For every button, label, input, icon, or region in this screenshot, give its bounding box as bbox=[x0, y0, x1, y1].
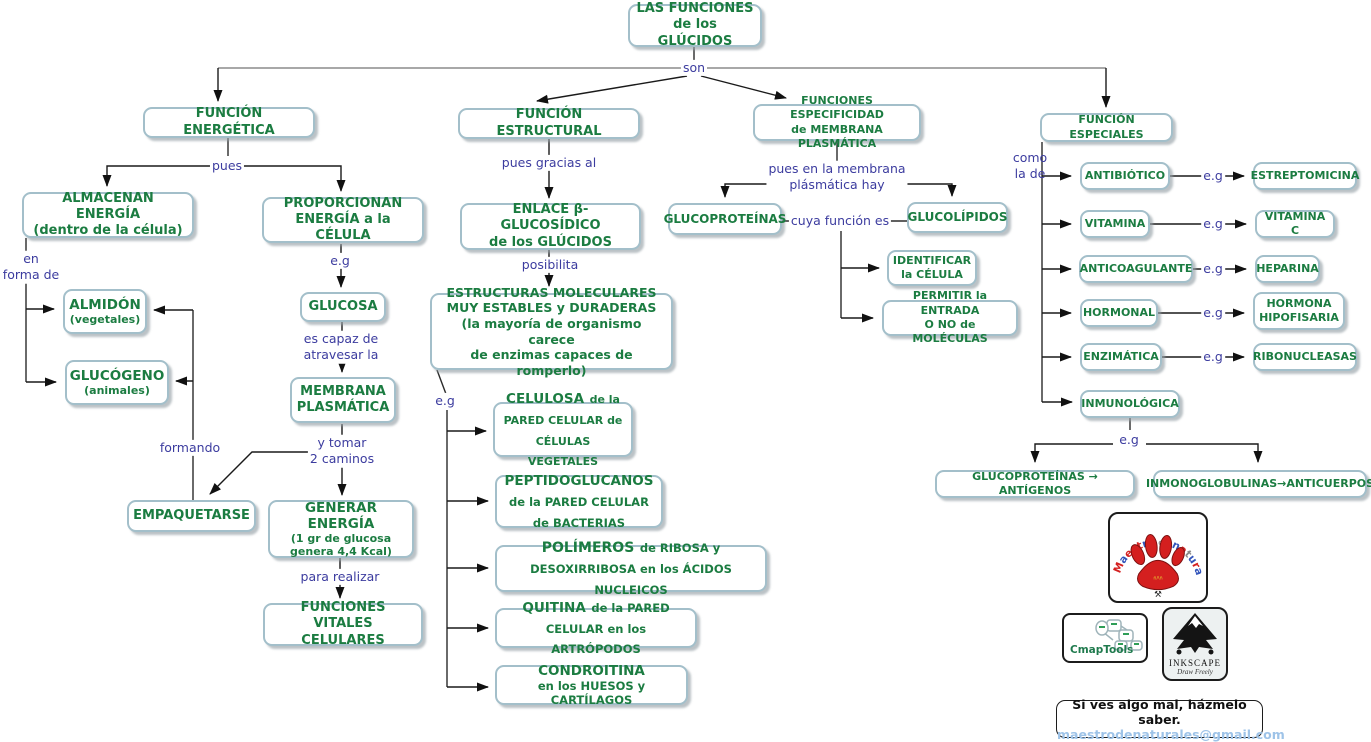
edge-label-pues-membrana: pues en la membrana plásmática hay bbox=[766, 160, 908, 194]
node-membrana-plasmatica: MEMBRANA PLASMÁTICA bbox=[290, 377, 396, 423]
node-enlace-glucosidico: ENLACE β-GLUCOSÍDICO de los GLÚCIDOS bbox=[460, 202, 641, 250]
contact-message: Si ves algo mal, házmelo saber. bbox=[1072, 696, 1247, 727]
edge-label-cuya-funcion: cuya función es bbox=[788, 212, 892, 230]
edge-label-pues-gracias: pues gracias al bbox=[499, 154, 599, 172]
node-anticoagulante: ANTICOAGULANTE bbox=[1079, 255, 1193, 283]
inkscape-subtitle: Draw Freely bbox=[1177, 668, 1213, 676]
node-peptidoglucanos: PEPTIDOGLUCANOS de la PARED CELULAR de B… bbox=[495, 473, 663, 530]
edge-label-como-la-de: como la de bbox=[1012, 149, 1048, 181]
node-glucolipidos: GLUCOLÍPIDOS bbox=[907, 202, 1008, 233]
edge-label-eg-inmunologica: e.g bbox=[1117, 431, 1141, 449]
node-funcion-especiales: FUNCIÓN ESPECIALES bbox=[1040, 113, 1173, 142]
node-almidon: ALMIDÓN(vegetales) bbox=[63, 289, 147, 334]
node-ribonucleasas: RIBONUCLEASAS bbox=[1253, 343, 1357, 371]
cmaptools-label: CmapTools bbox=[1070, 644, 1134, 656]
cmaptools-logo: CmapTools bbox=[1062, 613, 1148, 663]
edge-label-formando: formando bbox=[157, 439, 223, 457]
edge-label-eg-enzimatica: e.g bbox=[1201, 348, 1225, 366]
node-proporcionan-energia: PROPORCIONAN ENERGÍA a la CÉLULA bbox=[262, 196, 424, 243]
edge-label-eg-vitamina: e.g bbox=[1201, 215, 1225, 233]
edge-label-y-tomar: y tomar 2 caminos bbox=[307, 434, 377, 468]
edge-label-eg-hormonal: e.g bbox=[1201, 304, 1225, 322]
node-vitamina: VITAMINA bbox=[1080, 210, 1150, 238]
edge-label-son: son bbox=[680, 59, 708, 77]
node-estreptomicina: ESTREPTOMICINA bbox=[1251, 162, 1359, 190]
crossed-hammers-icon: ⚒ bbox=[1154, 590, 1162, 600]
inkscape-mountain-icon bbox=[1173, 613, 1217, 655]
node-generar-energia: GENERAR ENERGÍA(1 gr de glucosa genera 4… bbox=[268, 500, 414, 558]
edge-label-posibilita: posibilita bbox=[519, 256, 581, 274]
node-funciones-especificidad: FUNCIONES ESPECIFICIDAD de MEMBRANA PLAS… bbox=[753, 94, 921, 150]
maestro-naturales-logo: Maestro de naturales ñΛñ ⚒ bbox=[1106, 505, 1208, 603]
node-estructuras-moleculares: ESTRUCTURAS MOLECULARES MUY ESTABLES y D… bbox=[430, 285, 673, 378]
node-glucogeno: GLUCÓGENO(animales) bbox=[65, 360, 169, 405]
edge-label-pues: pues bbox=[209, 157, 245, 175]
contact-email-link[interactable]: maestrodenaturales@gmail.com bbox=[1057, 726, 1285, 742]
edge-label-para-realizar: para realizar bbox=[298, 568, 382, 586]
node-glucosa: GLUCOSA bbox=[300, 292, 386, 322]
node-antibiotico: ANTIBIÓTICO bbox=[1080, 162, 1170, 190]
node-quitina: QUITINA de la PARED CELULAR en los ARTRÓ… bbox=[495, 600, 697, 656]
node-hormonal: HORMONAL bbox=[1080, 299, 1158, 327]
cmaptools-icon bbox=[1095, 619, 1143, 651]
contact-box: Si ves algo mal, házmelo saber. maestrod… bbox=[1056, 696, 1285, 742]
node-funciones-vitales: FUNCIONES VITALES CELULARES bbox=[263, 600, 423, 648]
edge-label-eg-estructural: e.g bbox=[433, 392, 457, 410]
node-funcion-estructural: FUNCIÓN ESTRUCTURAL bbox=[458, 107, 640, 139]
node-permitir-entrada: PERMITIR la ENTRADA O NO de MOLÉCULAS bbox=[882, 289, 1018, 345]
node-hormona-hipofisaria: HORMONA HIPOFISARIA bbox=[1253, 292, 1345, 330]
node-polimeros: POLÍMEROS de RIBOSA y DESOXIRRIBOSA en l… bbox=[495, 540, 767, 597]
node-heparina: HEPARINA bbox=[1255, 255, 1320, 283]
paw-pad-text: ñΛñ bbox=[1153, 576, 1162, 582]
plain-lines bbox=[25, 47, 1131, 687]
inkscape-title: INKSCAPE bbox=[1168, 658, 1221, 668]
edge-label-eg-antibiotico: e.g bbox=[1201, 167, 1225, 185]
edge-label-es-capaz: es capaz de atravesar la bbox=[301, 330, 381, 364]
node-enzimatica: ENZIMÁTICA bbox=[1080, 343, 1162, 371]
node-empaquetarse: EMPAQUETARSE bbox=[127, 500, 256, 532]
node-funcion-energetica: FUNCIÓN ENERGÉTICA bbox=[143, 106, 315, 138]
node-celulosa: CELULOSA de la PARED CELULAR de CÉLULAS … bbox=[493, 391, 633, 468]
edge-label-eg-anticoagulante: e.g bbox=[1201, 260, 1225, 278]
node-identificar-celula: IDENTIFICAR la CÉLULA bbox=[887, 250, 977, 286]
node-inmunologica: INMUNOLÓGICA bbox=[1080, 390, 1180, 418]
node-vitamina-c: VITAMINA C bbox=[1255, 210, 1335, 238]
paw-logo-icon: Maestro de naturales ñΛñ ⚒ bbox=[1106, 505, 1205, 600]
edge-label-en-forma-de: en forma de bbox=[0, 250, 62, 284]
node-glucoproteinas: GLUCOPROTEÍNAS bbox=[664, 203, 786, 235]
node-almacenan-energia: ALMACENAN ENERGÍA (dentro de la célula) bbox=[22, 191, 194, 238]
edge-label-eg-glucosa: e.g bbox=[328, 252, 352, 270]
node-inmonoglobulinas-anticuerpos: INMONOGLOBULINAS→ANTICUERPOS bbox=[1146, 470, 1371, 498]
node-las-funciones-glucidos: LAS FUNCIONES de los GLÚCIDOS bbox=[628, 1, 762, 49]
inkscape-logo: INKSCAPE Draw Freely bbox=[1162, 607, 1228, 681]
node-glucoproteinas-antigenos: GLUCOPROTEÍNAS → ANTÍGENOS bbox=[935, 470, 1135, 498]
